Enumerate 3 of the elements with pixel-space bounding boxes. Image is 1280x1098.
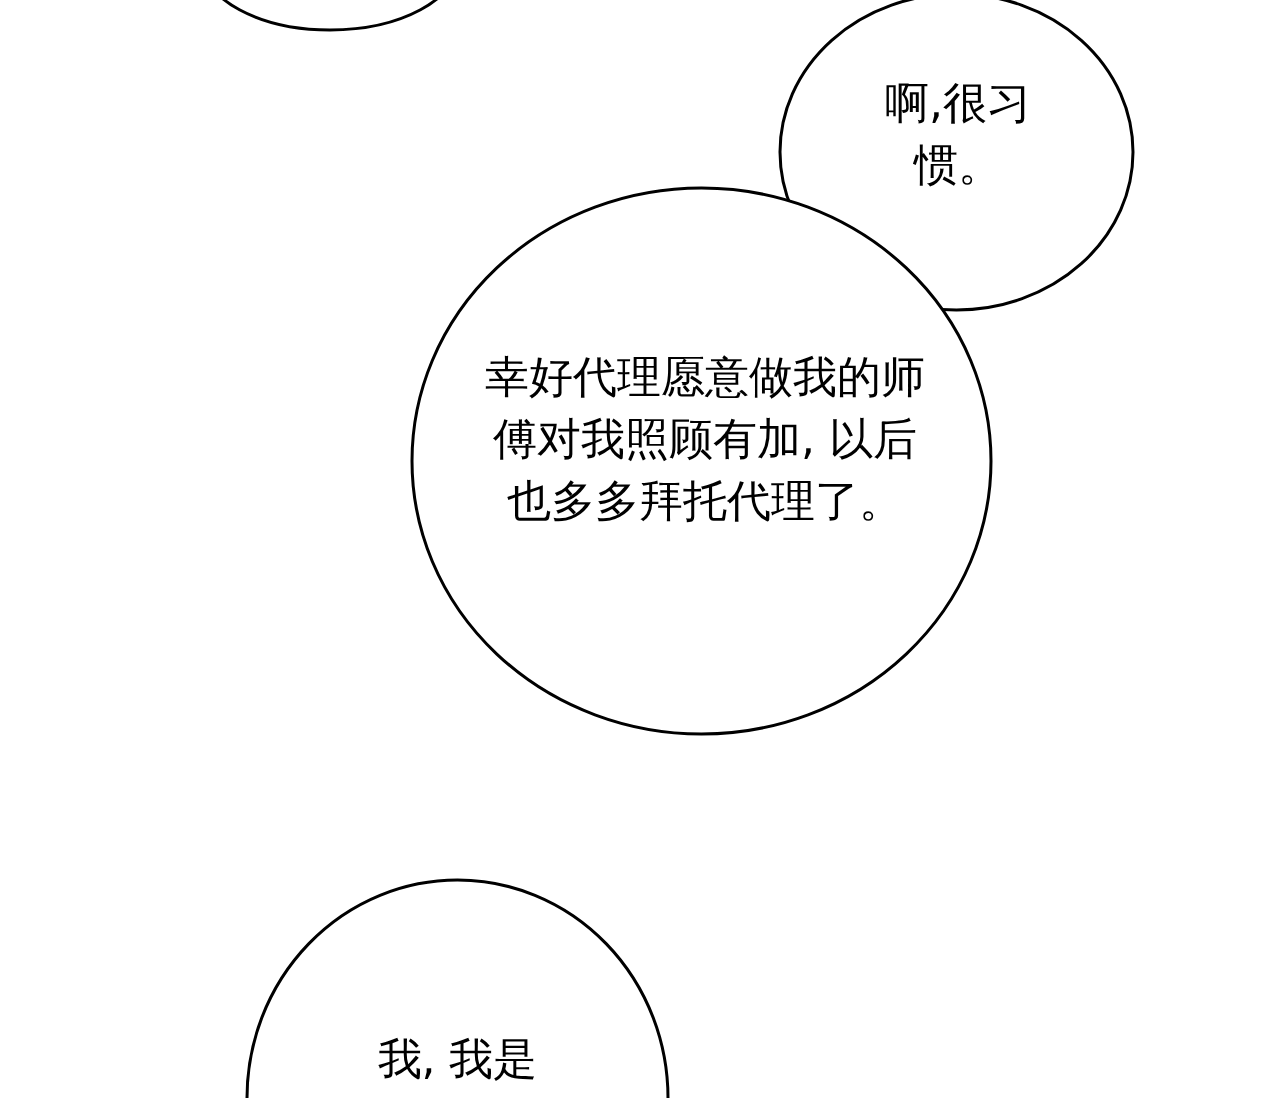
bubble-text: 我, 我是	[376, 1032, 539, 1086]
bubble-text: 啊,很习惯。	[884, 76, 1032, 192]
bubble-text: 幸好代理愿意做我的师傅对我照顾有加, 以后也多多拜托代理了。	[485, 350, 925, 528]
